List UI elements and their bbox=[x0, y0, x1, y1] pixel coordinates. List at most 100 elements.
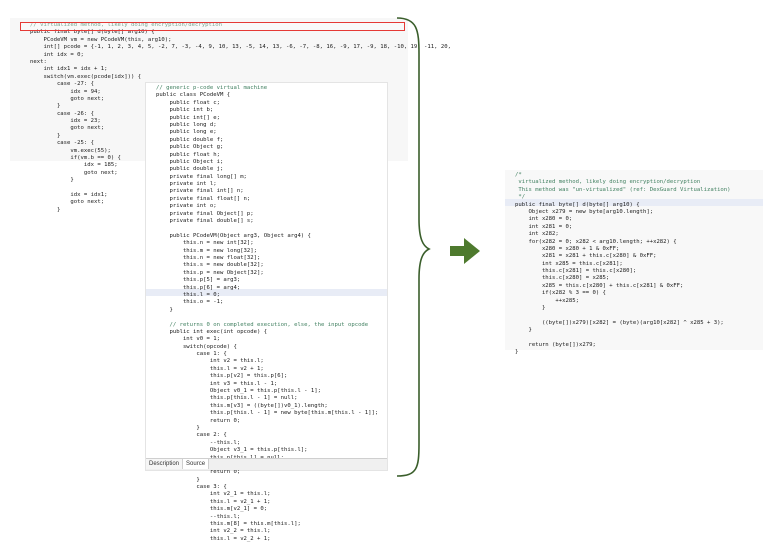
mid-code-line: case 2: { bbox=[156, 432, 227, 439]
left-code-line: vm.exec(55); bbox=[30, 147, 111, 154]
right-code-block: /* virtualized method, likely doing encr… bbox=[515, 172, 731, 357]
mid-code-line bbox=[156, 314, 378, 321]
right-code-line: Object x279 = new byte[arg10.length]; bbox=[515, 208, 654, 215]
left-code-line: } bbox=[30, 206, 61, 213]
left-code-line: case -25: { bbox=[30, 140, 94, 147]
right-code-line: /* bbox=[515, 172, 522, 178]
mid-code-line: switch(opcode) { bbox=[156, 343, 237, 350]
left-code-line: goto next; bbox=[30, 125, 105, 132]
right-code-line: virtualized method, likely doing encrypt… bbox=[515, 179, 701, 186]
left-code-line: public final byte[] d(byte[] arg10) { bbox=[30, 29, 155, 36]
mid-current-line-highlight bbox=[146, 289, 387, 296]
mid-code-line: this.s = new double[32]; bbox=[156, 262, 264, 269]
right-code-line: ((byte[])x279)[x282] = (byte)(arg10[x282… bbox=[515, 319, 724, 326]
left-code-line: case -26: { bbox=[30, 110, 94, 117]
left-code-line: idx = 23; bbox=[30, 118, 101, 125]
right-code-line: */ bbox=[515, 194, 526, 201]
mid-code-line: this.p[v2] = this.p[6]; bbox=[156, 373, 288, 380]
left-code-line: int idx1 = idx + 1; bbox=[30, 66, 108, 73]
mid-code-line: public double f; bbox=[156, 136, 224, 143]
mid-code-line: public PCodeVM(Object arg3, Object arg4)… bbox=[156, 232, 311, 239]
mid-code-line: public long d; bbox=[156, 121, 217, 128]
mid-code-line: int v3 = this.l - 1; bbox=[156, 380, 278, 387]
mid-code-line: this.m[v3] = ((byte[])v0_1).length; bbox=[156, 402, 328, 409]
mid-code-line: public Object g; bbox=[156, 144, 224, 151]
mid-code-line: private final Object[] p; bbox=[156, 210, 254, 217]
mid-code-line: private final double[] s; bbox=[156, 218, 254, 225]
left-code-line: goto next; bbox=[30, 95, 105, 102]
left-code-line: } bbox=[30, 103, 61, 110]
mid-code-line: this.p[5] = arg3; bbox=[156, 277, 241, 284]
mid-code-line: int v0 = 1; bbox=[156, 336, 220, 343]
right-code-line: return (byte[])x279; bbox=[515, 341, 596, 348]
mid-code-line: this.l = v2_1 + 1; bbox=[156, 498, 271, 505]
mid-code-line: public int[] e; bbox=[156, 114, 220, 121]
mid-code-line: this.p = new Object[32]; bbox=[156, 269, 264, 276]
right-code-line: x285 = this.c[x280] + this.c[x281] & 0xF… bbox=[515, 282, 684, 289]
mid-code-line: Object v0_1 = this.p[this.l - 1]; bbox=[156, 388, 322, 395]
mid-code-line bbox=[156, 225, 378, 232]
right-code-line: int x285 = this.c[x281]; bbox=[515, 260, 623, 267]
right-code-line: } bbox=[515, 327, 532, 334]
mid-code-line: public int exec(int opcode) { bbox=[156, 328, 268, 335]
left-code-line: goto next; bbox=[30, 169, 118, 176]
left-code-block: // virtualized method, likely doing encr… bbox=[30, 22, 451, 214]
mid-code-line: public float c; bbox=[156, 99, 220, 106]
mid-code-line: case 1: { bbox=[156, 351, 227, 358]
mid-code-line: this.l = v2 + 1; bbox=[156, 365, 264, 372]
mid-code-line: Object v3_1 = this.p[this.l]; bbox=[156, 447, 308, 454]
right-arrow-icon bbox=[450, 238, 480, 264]
mid-code-line: this.l = v2_2 + 1; bbox=[156, 535, 271, 542]
tab-description[interactable]: Description bbox=[146, 459, 184, 469]
mid-code-line: private final long[] m; bbox=[156, 173, 247, 180]
mid-code-line: public long e; bbox=[156, 129, 217, 136]
mid-code-line: public double j; bbox=[156, 166, 224, 173]
right-code-line: x280 = x280 + 1 & 0xFF; bbox=[515, 245, 620, 252]
mid-code-line: this.p[this.l - 1] = null; bbox=[156, 395, 298, 402]
mid-code-line: private int o; bbox=[156, 203, 217, 210]
curly-brace-icon bbox=[396, 17, 431, 477]
left-code-line: next: bbox=[30, 58, 47, 65]
right-code-line: this.c[x281] = this.c[x280]; bbox=[515, 268, 637, 275]
mid-code-line: this.n = new float[32]; bbox=[156, 254, 261, 261]
pcode-array-highlight-box bbox=[20, 22, 405, 31]
left-code-line: } bbox=[30, 177, 74, 184]
right-code-line: } bbox=[515, 349, 519, 356]
left-code-line: int[] pcode = {-1, 1, 2, 3, 4, 5, -2, 7,… bbox=[30, 44, 451, 51]
mid-code-line: this.m[v2_1] = 0; bbox=[156, 506, 268, 513]
mid-code-line: case 3: { bbox=[156, 484, 227, 491]
right-code-line: int x282; bbox=[515, 231, 559, 238]
left-code-line: idx = 94; bbox=[30, 88, 101, 95]
right-code-line bbox=[515, 312, 731, 319]
left-code-line: PCodeVM vm = new PCodeVM(this, arg10); bbox=[30, 36, 172, 43]
mid-code-line: private final int[] n; bbox=[156, 188, 244, 195]
left-code-line: case -27: { bbox=[30, 81, 94, 88]
mid-code-line: return 0; bbox=[156, 417, 241, 424]
right-code-line: if(x282 % 3 == 0) { bbox=[515, 290, 606, 297]
mid-code-line: this.p[this.l - 1] = new byte[this.m[thi… bbox=[156, 410, 379, 417]
right-code-line: This method was "un-virtualized" (ref: D… bbox=[515, 186, 731, 193]
mid-code-line: // generic p-code virtual machine bbox=[156, 85, 268, 91]
mid-code-line: // returns 0 on completed execution, els… bbox=[156, 321, 369, 328]
right-code-line: int x280 = 0; bbox=[515, 216, 573, 223]
mid-code-line: public float h; bbox=[156, 151, 220, 158]
mid-code-line: return 0; bbox=[156, 469, 241, 476]
right-current-line-highlight bbox=[505, 199, 763, 206]
mid-code-line: --this.l; bbox=[156, 513, 241, 520]
left-code-line: goto next; bbox=[30, 199, 105, 206]
mid-code-line: int v2_2 = this.l; bbox=[156, 528, 271, 535]
right-code-line: public final byte[] d(byte[] arg10) { bbox=[515, 201, 640, 208]
right-code-line bbox=[515, 335, 731, 342]
left-code-line: int idx = 0; bbox=[30, 51, 84, 58]
right-code-line: for(x282 = 0; x282 < arg10.length; ++x28… bbox=[515, 238, 677, 245]
right-code-line: int x281 = 0; bbox=[515, 223, 573, 230]
mid-code-line: } bbox=[156, 306, 173, 313]
left-code-line: idx = idx1; bbox=[30, 191, 108, 198]
tab-source[interactable]: Source bbox=[183, 459, 210, 469]
right-code-line: ++x285; bbox=[515, 297, 579, 304]
mid-code-line: public class PCodeVM { bbox=[156, 92, 231, 99]
mid-code-line: this.o = -1; bbox=[156, 299, 224, 306]
mid-code-line: this.l = 0; bbox=[156, 291, 220, 298]
left-code-line: idx = 185; bbox=[30, 162, 118, 169]
